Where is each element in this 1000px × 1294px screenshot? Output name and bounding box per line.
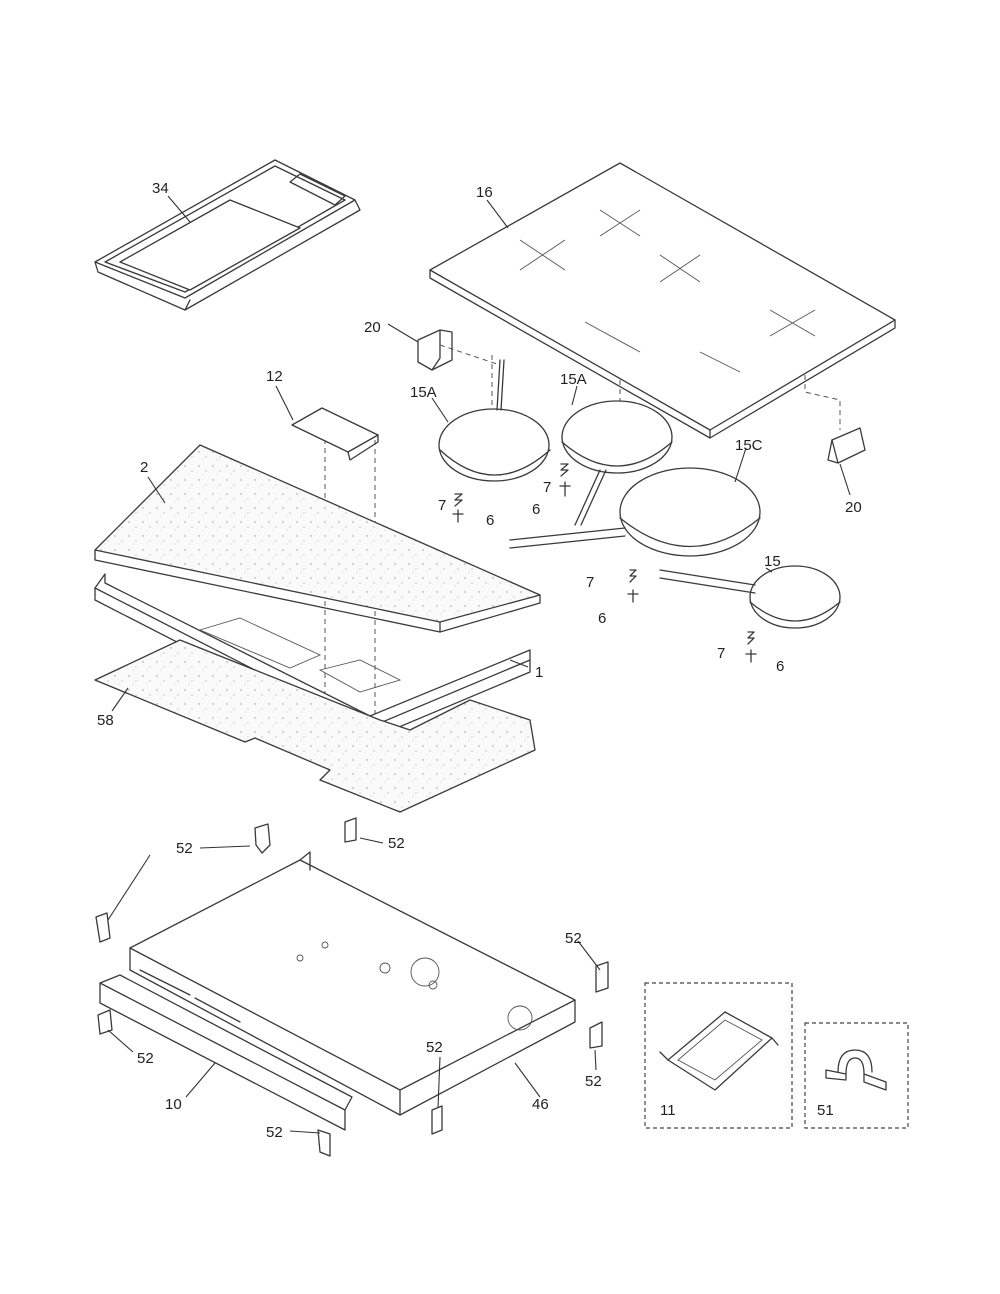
frame-trim-part <box>94 159 361 311</box>
insulation-panel-2 <box>94 444 541 633</box>
label-52-f: 52 <box>585 1073 602 1090</box>
heating-element-15a-right <box>561 400 673 526</box>
spring-and-screw-parts <box>452 463 757 663</box>
label-51: 51 <box>817 1102 834 1119</box>
label-52-e: 52 <box>426 1039 443 1056</box>
inset-box-part-51 <box>804 1022 909 1129</box>
label-46: 46 <box>532 1096 549 1113</box>
label-12: 12 <box>266 368 283 385</box>
label-15a-left: 15A <box>410 384 437 401</box>
label-15c: 15C <box>735 437 763 454</box>
insulation-panel-58 <box>94 639 536 813</box>
front-panel-part-10 <box>99 969 353 1131</box>
label-58: 58 <box>97 712 114 729</box>
bottom-pan-part-46 <box>129 851 576 1116</box>
label-6-a: 6 <box>486 512 494 529</box>
label-52-d: 52 <box>137 1050 154 1067</box>
label-11: 11 <box>660 1102 676 1119</box>
label-15: 15 <box>764 553 781 570</box>
label-34: 34 <box>152 180 169 197</box>
heating-element-15 <box>659 565 841 629</box>
bracket-part-20-left <box>417 329 453 371</box>
bracket-part-20-right <box>827 427 866 464</box>
heating-element-15c <box>509 467 761 557</box>
label-6-b: 6 <box>532 501 540 518</box>
label-6-c: 6 <box>598 610 606 627</box>
label-10: 10 <box>165 1096 182 1113</box>
inset-box-part-11 <box>644 982 793 1129</box>
label-52-g: 52 <box>266 1124 283 1141</box>
label-2: 2 <box>140 459 148 476</box>
label-6-d: 6 <box>776 658 784 675</box>
label-7-a: 7 <box>438 497 446 514</box>
label-52-c: 52 <box>565 930 582 947</box>
glass-cooktop-part <box>429 162 896 439</box>
label-7-c: 7 <box>586 574 594 591</box>
label-7-b: 7 <box>543 479 551 496</box>
leader-lines <box>107 195 851 1134</box>
label-1: 1 <box>535 664 543 681</box>
label-20-right: 20 <box>845 499 862 516</box>
bracket-part-12 <box>291 407 379 461</box>
heating-element-15a-left <box>438 359 551 482</box>
label-15a-right: 15A <box>560 371 587 388</box>
label-7-d: 7 <box>717 645 725 662</box>
label-52-b: 52 <box>388 835 405 852</box>
label-52-a: 52 <box>176 840 193 857</box>
label-20-left: 20 <box>364 319 381 336</box>
label-16: 16 <box>476 184 493 201</box>
